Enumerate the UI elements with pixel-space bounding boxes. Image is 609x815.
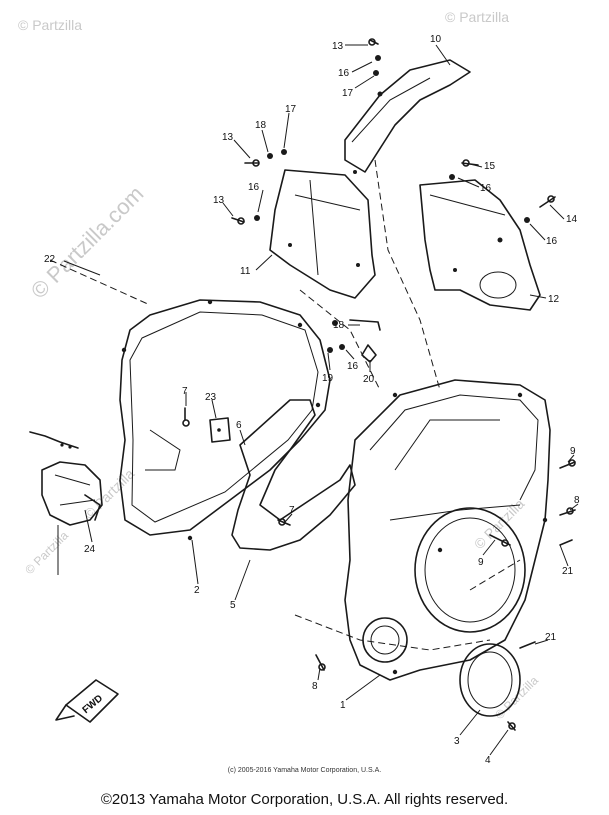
label-4: 4 (485, 755, 491, 766)
label-16-mid: 16 (248, 182, 260, 193)
watermark-right: © Partzilla (471, 495, 528, 552)
part-11-shroud (269, 169, 376, 299)
label-19: 19 (322, 373, 334, 384)
assembly-line-right (469, 559, 521, 591)
label-13-low: 13 (213, 195, 225, 206)
label-13-top: 13 (332, 41, 344, 52)
label-8-lower: 8 (312, 681, 318, 692)
label-21-right: 21 (562, 566, 574, 577)
label-17-top: 17 (342, 88, 354, 99)
label-9-center: 9 (478, 557, 484, 568)
label-8-right: 8 (574, 495, 580, 506)
label-18-lower: 18 (333, 320, 345, 331)
part-2-crankcase-cover (119, 299, 331, 541)
fwd-label: FWD (81, 693, 106, 716)
watermark-top-right: © Partzilla (445, 9, 509, 25)
part-24-assembly (29, 431, 103, 575)
fasteners (182, 38, 576, 731)
label-16-right: 16 (480, 183, 492, 194)
fwd-arrow: FWD (55, 679, 119, 723)
label-7-upper: 7 (182, 386, 188, 397)
label-18: 18 (255, 120, 267, 131)
label-16-far-right: 16 (546, 236, 558, 247)
callout-labels: 13 10 16 17 17 18 13 16 13 11 15 16 14 1… (44, 34, 580, 766)
part-10-upper-shroud (344, 59, 471, 174)
label-14: 14 (566, 214, 578, 225)
label-22: 22 (44, 254, 56, 265)
label-16-lower: 16 (347, 361, 359, 372)
part-3-round-cover (459, 643, 521, 717)
watermark-top-left: © Partzilla (18, 17, 82, 33)
watermark-center: © Partzilla (81, 465, 138, 522)
label-15: 15 (484, 161, 496, 172)
label-3: 3 (454, 736, 460, 747)
copyright-notice: ©2013 Yamaha Motor Corporation, U.S.A. A… (100, 791, 509, 808)
part-12-shroud (419, 179, 541, 311)
label-20: 20 (363, 374, 375, 385)
assembly-line-22 (49, 259, 151, 306)
assembly-line-bottom (294, 614, 491, 651)
label-10: 10 (430, 34, 442, 45)
part-1-crankcase-cover (344, 379, 551, 681)
label-12: 12 (548, 294, 560, 305)
copyright-small: (c) 2005-2016 Yamaha Motor Corporation, … (227, 767, 382, 774)
part-5-gasket (231, 399, 356, 551)
label-2: 2 (194, 585, 200, 596)
label-21-lower: 21 (545, 632, 557, 643)
label-16-top: 16 (338, 68, 350, 79)
label-5: 5 (230, 600, 236, 611)
leader-lines (63, 44, 579, 756)
label-7-lower: 7 (289, 505, 295, 516)
assembly-line-top (374, 159, 441, 391)
label-9-right: 9 (570, 446, 576, 457)
watermark-left-big: © Partzilla.com (26, 181, 149, 304)
label-24: 24 (84, 544, 96, 555)
label-6: 6 (236, 420, 242, 431)
label-23: 23 (205, 392, 217, 403)
label-11: 11 (240, 266, 251, 277)
label-1: 1 (340, 700, 346, 711)
label-17: 17 (285, 104, 297, 115)
label-13-mid: 13 (222, 132, 234, 143)
part-23-bracket (209, 417, 231, 443)
watermark-bottom-left: © Partzilla (22, 528, 71, 577)
